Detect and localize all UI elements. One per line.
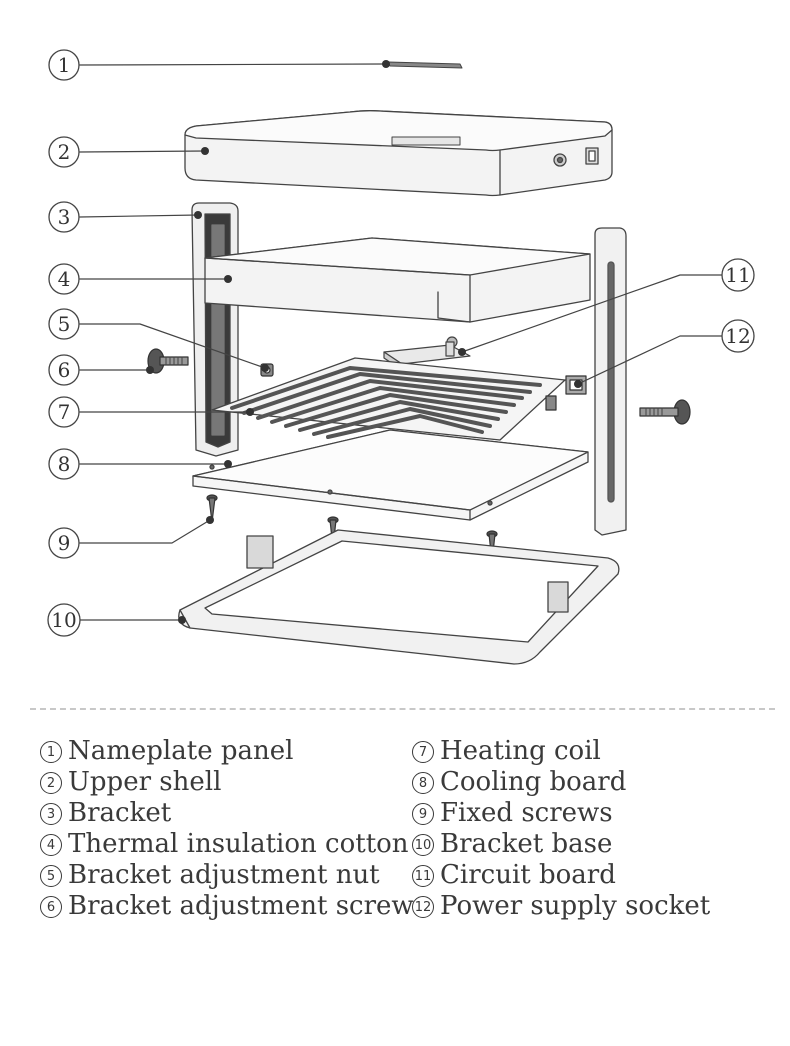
legend-number: 10 <box>412 833 434 856</box>
legend-item-circuit-board: 11 Circuit board <box>412 860 710 891</box>
legend-item-bracket-adjustment-screw: 6 Bracket adjustment screw <box>40 891 414 922</box>
legend-item-thermal-insulation-cotton: 4 Thermal insulation cotton <box>40 829 414 860</box>
svg-text:1: 1 <box>58 53 71 77</box>
svg-text:12: 12 <box>725 324 750 348</box>
legend-number: 5 <box>40 864 62 887</box>
callout-4: 4 <box>48 263 80 295</box>
exploded-diagram: 1 2 3 4 5 6 7 8 9 10 11 12 <box>47 49 755 665</box>
callout-1: 1 <box>48 49 80 81</box>
legend-number: 11 <box>412 864 434 887</box>
legend-label: Power supply socket <box>440 891 711 921</box>
svg-text:8: 8 <box>58 452 71 476</box>
legend-number: 8 <box>412 771 434 794</box>
bracket-left <box>191 202 239 457</box>
leader-dots <box>146 60 582 624</box>
svg-text:7: 7 <box>58 400 71 424</box>
legend-number: 7 <box>412 740 434 763</box>
callout-8: 8 <box>48 448 80 480</box>
legend-number: 1 <box>40 740 62 763</box>
svg-text:9: 9 <box>58 531 71 555</box>
callout-6: 6 <box>48 354 80 386</box>
leader-lines <box>79 63 724 621</box>
cooling-board <box>192 429 589 521</box>
legend-right-column: 7 Heating coil 8 Cooling board 9 Fixed s… <box>412 736 710 922</box>
bracket-adjustment-screw-left <box>147 348 189 374</box>
callout-7: 7 <box>48 396 80 428</box>
legend-label: Bracket <box>68 798 172 828</box>
svg-text:3: 3 <box>58 205 71 229</box>
legend-label: Cooling board <box>440 767 627 797</box>
legend-item-power-supply-socket: 12 Power supply socket <box>412 891 710 922</box>
legend-label: Circuit board <box>440 860 616 890</box>
bracket-right <box>594 227 627 536</box>
legend-label: Thermal insulation cotton <box>68 829 409 859</box>
legend-number: 2 <box>40 771 62 794</box>
svg-text:6: 6 <box>58 358 71 382</box>
legend-number: 12 <box>412 895 434 918</box>
legend-label: Bracket adjustment nut <box>68 860 380 890</box>
thermal-insulation-cotton <box>204 237 591 323</box>
legend-item-bracket: 3 Bracket <box>40 798 414 829</box>
legend-label: Fixed screws <box>440 798 613 828</box>
svg-text:10: 10 <box>51 608 76 632</box>
callout-9: 9 <box>48 527 80 559</box>
callout-3: 3 <box>48 201 80 233</box>
callout-5: 5 <box>48 308 80 340</box>
legend-label: Nameplate panel <box>68 736 294 766</box>
circuit-board <box>383 336 471 371</box>
legend-item-upper-shell: 2 Upper shell <box>40 767 414 798</box>
heating-coil <box>211 357 566 441</box>
svg-text:2: 2 <box>58 140 71 164</box>
legend-number: 9 <box>412 802 434 825</box>
legend-label: Bracket adjustment screw <box>68 891 414 921</box>
upper-shell <box>184 110 613 197</box>
callout-12: 12 <box>721 319 755 353</box>
legend-item-fixed-screws: 9 Fixed screws <box>412 798 710 829</box>
legend-label: Heating coil <box>440 736 601 766</box>
dashed-divider <box>30 708 775 710</box>
bracket-adjustment-screw-right <box>639 399 691 425</box>
legend-item-cooling-board: 8 Cooling board <box>412 767 710 798</box>
legend-number: 4 <box>40 833 62 856</box>
svg-text:4: 4 <box>58 267 71 291</box>
legend-item-heating-coil: 7 Heating coil <box>412 736 710 767</box>
legend-left-column: 1 Nameplate panel 2 Upper shell 3 Bracke… <box>40 736 414 922</box>
legend-item-bracket-base: 10 Bracket base <box>412 829 710 860</box>
bracket-base <box>178 529 620 665</box>
callout-10: 10 <box>47 603 81 637</box>
callout-11: 11 <box>721 258 755 292</box>
svg-text:5: 5 <box>58 312 71 336</box>
svg-text:11: 11 <box>725 263 750 287</box>
legend-number: 3 <box>40 802 62 825</box>
nameplate-panel <box>387 61 463 69</box>
callout-2: 2 <box>48 136 80 168</box>
legend-label: Bracket base <box>440 829 613 859</box>
legend-item-bracket-adjustment-nut: 5 Bracket adjustment nut <box>40 860 414 891</box>
legend-label: Upper shell <box>68 767 222 797</box>
legend-item-nameplate-panel: 1 Nameplate panel <box>40 736 414 767</box>
legend-number: 6 <box>40 895 62 918</box>
